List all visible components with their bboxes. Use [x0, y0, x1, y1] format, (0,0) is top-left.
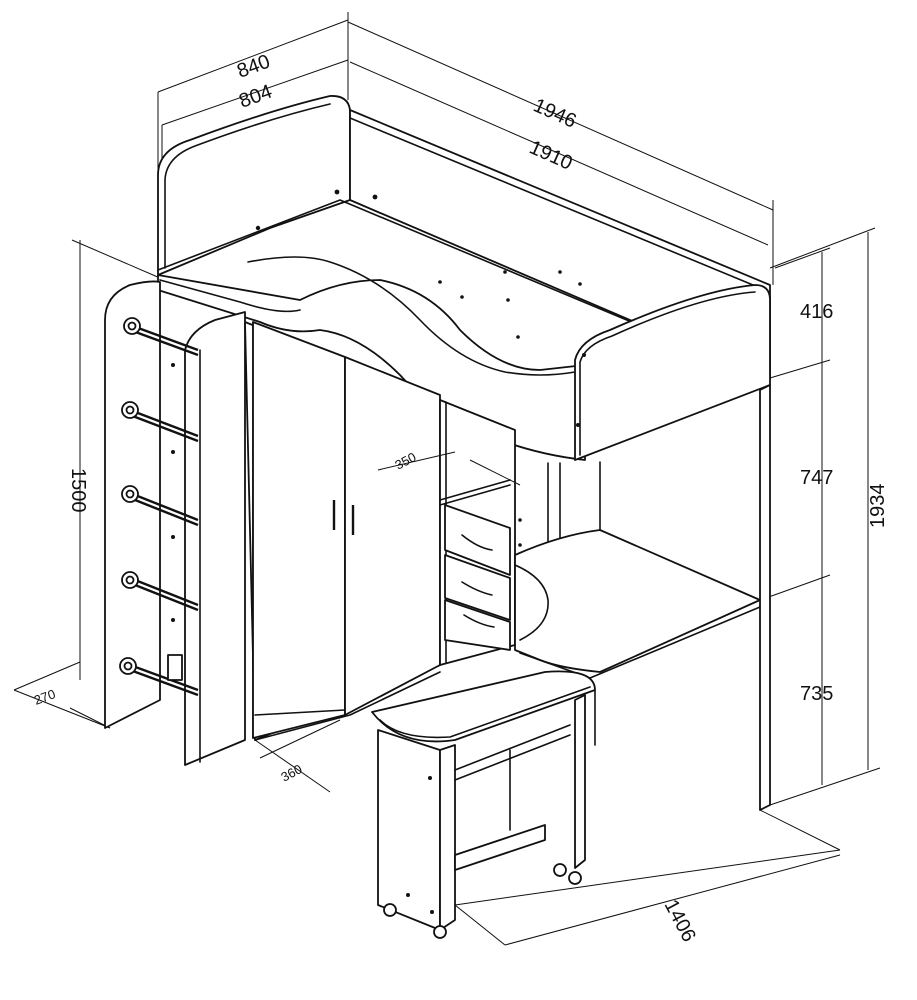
dim-840-label: 840 — [234, 51, 273, 83]
dim-747-label: 747 — [800, 467, 833, 489]
top-dimension-lines — [157, 12, 774, 285]
desk — [514, 384, 771, 811]
dim-270-label: 270 — [32, 686, 58, 708]
wardrobe — [244, 321, 441, 741]
pull-out-table — [371, 670, 596, 939]
ladder — [104, 280, 246, 766]
dim-416-label: 416 — [800, 301, 833, 323]
right-dimension-lines — [765, 227, 881, 806]
dim-360-label: 360 — [278, 761, 304, 784]
dim-1934-label: 1934 — [867, 484, 889, 529]
ladder-rungs — [129, 323, 199, 697]
bed-top — [157, 95, 771, 461]
dim-1910-label: 1910 — [526, 136, 576, 174]
left-dimension-lines — [13, 239, 161, 729]
dim-1500-label: 1500 — [67, 468, 89, 513]
dim-1406-label: 1406 — [660, 896, 700, 946]
dim-804-label: 804 — [236, 81, 275, 113]
dim-735-label: 735 — [800, 683, 833, 705]
dim-1946-label: 1946 — [530, 94, 580, 132]
shelf-unit: 350 — [377, 399, 522, 666]
